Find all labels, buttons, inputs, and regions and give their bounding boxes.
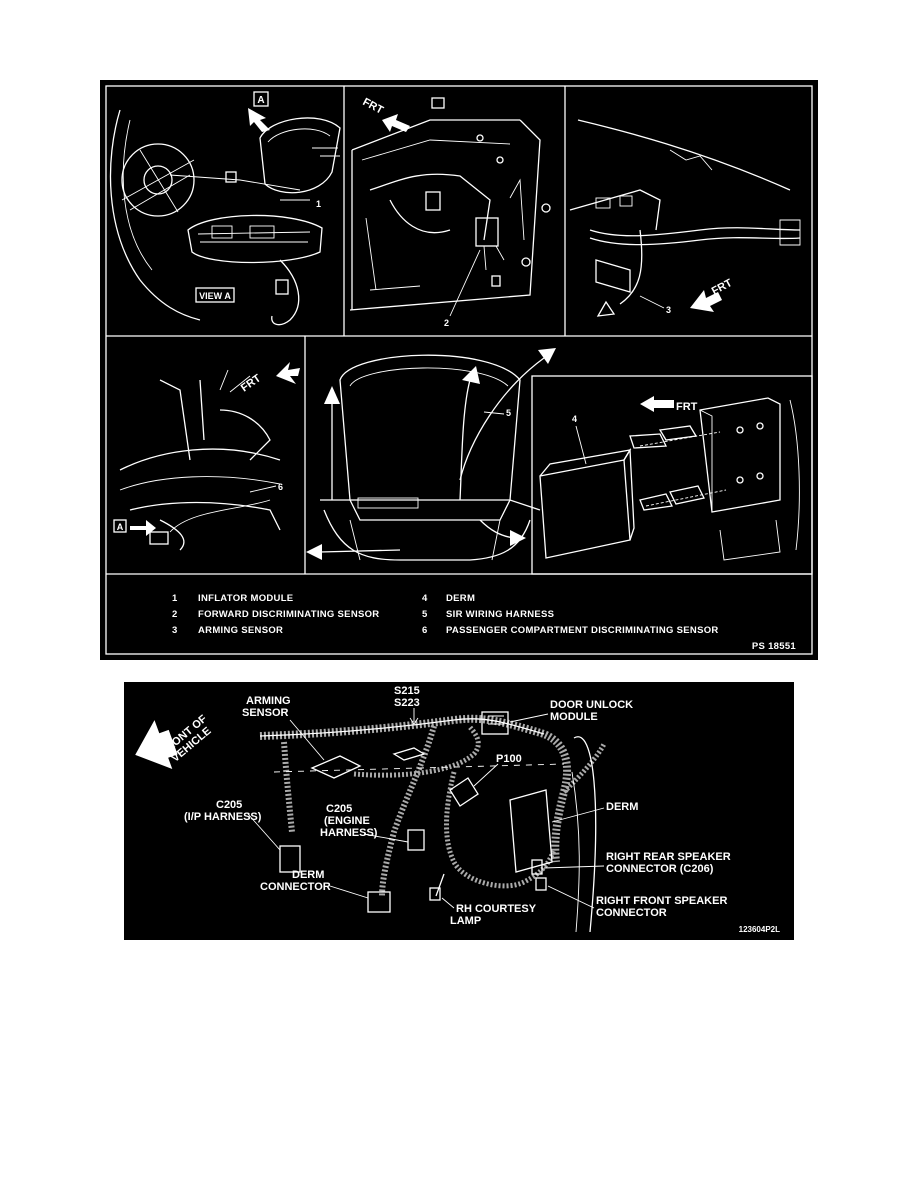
legend-text-1: INFLATOR MODULE	[198, 593, 293, 604]
legend-text-2: FORWARD DISCRIMINATING SENSOR	[198, 609, 379, 620]
legend: 1 INFLATOR MODULE 2 FORWARD DISCRIMINATI…	[172, 593, 796, 652]
figure-id-1: PS 18551	[752, 641, 797, 652]
view-a-caption-box	[195, 287, 235, 303]
legend-num-6: 6	[422, 625, 428, 636]
legend-text-4: DERM	[446, 593, 475, 604]
p100-label: P100	[496, 753, 522, 765]
arming-sensor-line1: ARMING	[246, 695, 291, 707]
rf-speaker-connector	[535, 877, 547, 891]
panel-passenger-sensor: FRT A 6	[113, 362, 300, 551]
c205-engine-line3: HARNESS)	[320, 827, 378, 839]
sir-component-locator-figure: A VIEW A 1 FRT 2	[100, 80, 818, 660]
c205-ip-connector	[279, 845, 301, 873]
callout-6: 6	[278, 482, 283, 492]
panel-forward-sensor: FRT 2	[349, 96, 551, 328]
sir-component-locator-drawing: A VIEW A 1 FRT 2	[105, 85, 813, 655]
view-a-tag-box	[253, 91, 269, 107]
derm-harness-drawing: FRONT OF VEHICLE ARMING SENSOR S215 S223…	[135, 685, 780, 934]
legend-text-3: ARMING SENSOR	[198, 625, 283, 636]
view-a-ref-box	[113, 519, 127, 533]
derm-connector-line2: CONNECTOR	[260, 881, 331, 893]
legend-num-4: 4	[422, 593, 428, 604]
arming-sensor-line2: SENSOR	[242, 707, 289, 719]
callout-4: 4	[572, 414, 577, 424]
view-a-caption: VIEW A	[199, 291, 231, 301]
front-of-vehicle-arrow	[135, 720, 178, 770]
c205-ip-line1: C205	[216, 799, 242, 811]
derm-connector	[367, 891, 391, 913]
derm-harness-location-figure: FRONT OF VEHICLE ARMING SENSOR S215 S223…	[124, 682, 794, 940]
rr-speaker-connector	[531, 859, 543, 875]
frt-label-panel2: FRT	[361, 96, 386, 117]
legend-text-6: PASSENGER COMPARTMENT DISCRIMINATING SEN…	[446, 625, 719, 636]
view-a-tag: A	[257, 95, 264, 106]
panel-arming-sensor: FRT 3	[569, 119, 801, 317]
panel-derm: FRT 4	[539, 396, 800, 561]
s223-label: S223	[394, 697, 420, 709]
rr-speaker-line2: CONNECTOR (C206)	[606, 863, 714, 875]
figure-border	[105, 85, 813, 655]
c205-ip-line2: (I/P HARNESS)	[184, 811, 262, 823]
derm-module	[539, 459, 631, 559]
figure-id-2: 123604P2L	[739, 925, 780, 934]
c205-engine-line1: C205	[326, 803, 352, 815]
panel-harness-routing: 5	[306, 348, 556, 561]
derm-connector-line1: DERM	[292, 869, 324, 881]
frt-label-panel6: FRT	[676, 401, 698, 413]
callout-3: 3	[666, 305, 671, 315]
main-wire-harness	[259, 714, 572, 863]
rh-courtesy-line1: RH COURTESY	[456, 903, 537, 915]
rf-speaker-line1: RIGHT FRONT SPEAKER	[596, 895, 727, 907]
c205-engine-line2: (ENGINE	[324, 815, 370, 827]
frt-label-panel4: FRT	[239, 372, 264, 394]
panel-inflator-module: A VIEW A 1	[109, 91, 341, 326]
rh-courtesy-lamp	[429, 887, 441, 901]
s215-label: S215	[394, 685, 420, 697]
rf-speaker-line2: CONNECTOR	[596, 907, 667, 919]
legend-num-1: 1	[172, 593, 178, 604]
callout-5: 5	[506, 408, 511, 418]
door-unlock-line2: MODULE	[550, 711, 598, 723]
derm-label: DERM	[606, 801, 638, 813]
rr-speaker-line1: RIGHT REAR SPEAKER	[606, 851, 731, 863]
callout-1: 1	[316, 199, 321, 209]
callout-2: 2	[444, 318, 449, 328]
legend-num-3: 3	[172, 625, 178, 636]
legend-text-5: SIR WIRING HARNESS	[446, 609, 554, 620]
frt-label-panel3: FRT	[710, 277, 735, 298]
view-a-ref-tag: A	[117, 522, 124, 532]
c205-engine-connector	[407, 829, 425, 851]
door-unlock-line1: DOOR UNLOCK	[550, 699, 633, 711]
rh-courtesy-line2: LAMP	[450, 915, 481, 927]
legend-num-5: 5	[422, 609, 428, 620]
legend-num-2: 2	[172, 609, 178, 620]
